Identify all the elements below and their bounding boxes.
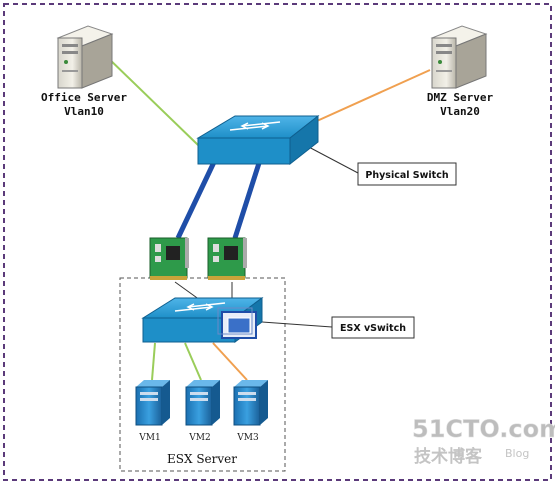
physical-switch-callout-line <box>304 144 359 174</box>
vswitch-label: ESX vSwitch <box>340 323 406 334</box>
trunk-link-2 <box>232 159 263 239</box>
office-server-name: Office Server <box>41 91 127 104</box>
office-server-icon <box>56 25 114 89</box>
vm2-label: VM2 <box>188 433 210 443</box>
nic-card-2-icon <box>207 237 247 280</box>
vm3-server-icon <box>233 380 268 426</box>
vm1-server-icon <box>135 380 170 426</box>
diagram-frame <box>3 3 552 481</box>
physical-switch-icon <box>196 114 320 166</box>
vswitch-label-box <box>331 316 415 339</box>
dmz-server-vlan: Vlan20 <box>440 105 480 118</box>
dmz-server-name: DMZ Server <box>427 91 494 104</box>
dmz-vlan20-link <box>307 69 431 126</box>
physical-switch-label-box <box>357 162 457 186</box>
vm2-server-icon <box>185 380 220 426</box>
physical-switch-label: Physical Switch <box>365 170 448 181</box>
watermark-blog: Blog <box>505 447 529 460</box>
vm1-link <box>151 342 156 381</box>
vswitch-callout-line <box>261 321 333 328</box>
vm3-label: VM3 <box>236 433 259 443</box>
vm3-link <box>212 342 248 381</box>
watermark-cn: 技术博客 <box>414 446 483 467</box>
esx-server-label: ESX Server <box>167 452 237 466</box>
vswitch-window-icon <box>217 307 257 339</box>
vm1-label: VM1 <box>138 433 160 443</box>
watermark-site: 51CTO.com <box>412 415 555 443</box>
nic-card-1-icon <box>149 237 189 280</box>
office-server-vlan: Vlan10 <box>64 105 104 118</box>
office-vlan10-link <box>104 54 199 146</box>
esx-server-boundary <box>119 277 286 472</box>
dmz-server-icon <box>430 25 488 89</box>
vm2-link <box>184 342 202 381</box>
trunk-link-1 <box>175 158 218 240</box>
nic1-vswitch-link <box>174 281 201 301</box>
